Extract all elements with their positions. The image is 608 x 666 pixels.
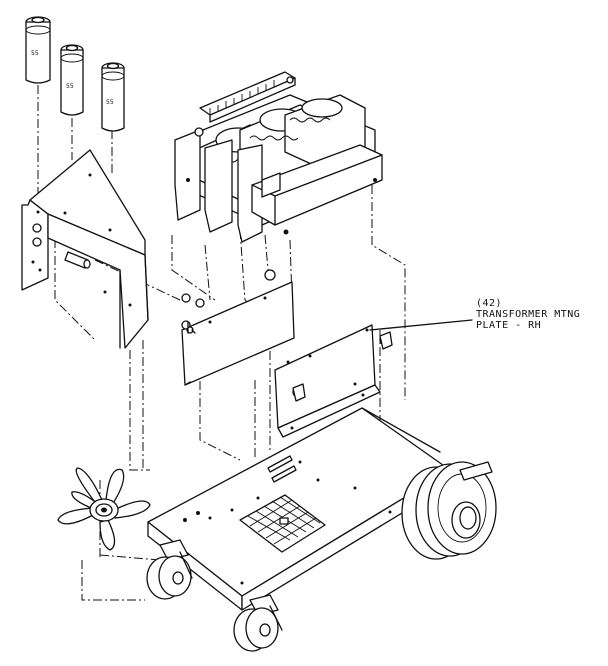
rear-wheel (401, 461, 497, 560)
capacitor-2: 55 (60, 44, 84, 116)
transformer-assembly (174, 71, 383, 243)
capacitor-1-mark: 55 (31, 50, 39, 57)
capacitor-3: 55 (101, 62, 125, 132)
capacitor-1: 55 (25, 16, 51, 84)
callout-line-1: TRANSFORMER MTNG (476, 309, 581, 320)
callout-label: (42) TRANSFORMER MTNG PLATE - RH (476, 298, 580, 331)
capacitor-2-mark: 55 (66, 83, 74, 90)
capacitor-3-mark: 55 (106, 99, 114, 106)
capacitor-bracket (21, 149, 149, 349)
cooling-fan (57, 467, 151, 551)
caster-wheel-front-left (146, 539, 193, 600)
callout-leader-line (369, 319, 473, 331)
transformer-mounting-plate-rh (274, 324, 393, 438)
transformer-mounting-plate-lh (181, 269, 295, 386)
caster-wheel-front-right (233, 594, 283, 652)
vent-grille (239, 494, 326, 553)
callout-line-2: PLATE - RH (476, 320, 542, 331)
callout-ref-number: (42) (476, 298, 503, 309)
cart-base (147, 407, 451, 611)
